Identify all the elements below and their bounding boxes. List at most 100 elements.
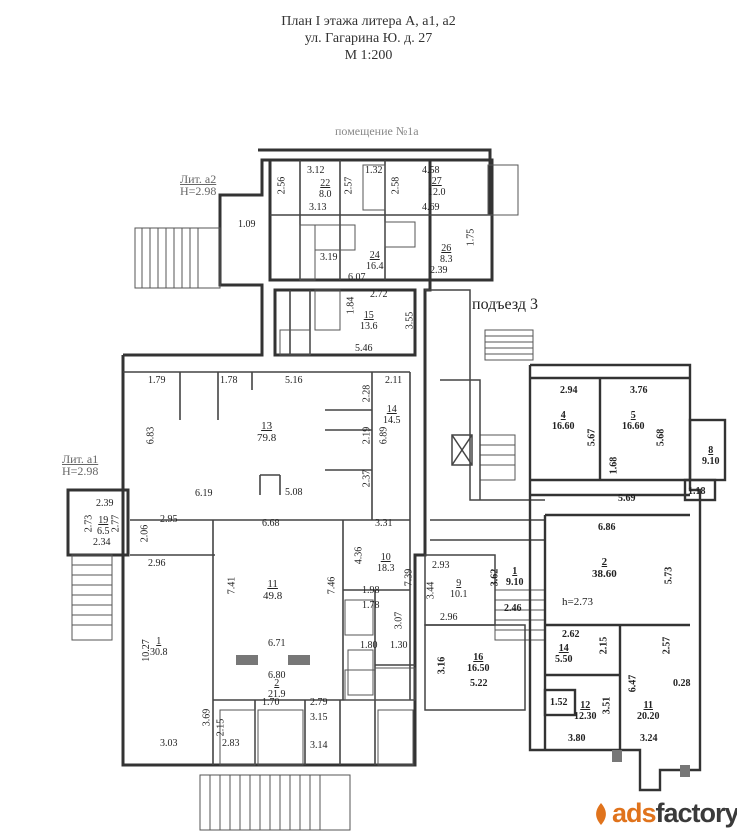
dimension: 5.69 [618, 493, 636, 504]
dimension: 2.93 [432, 560, 450, 571]
dimension: 1.78 [362, 600, 380, 611]
dimension: 6.68 [262, 518, 280, 529]
dimension: 2.34 [93, 537, 111, 548]
dimension: 6.71 [268, 638, 286, 649]
dimension: 2.06 [139, 524, 151, 543]
dimension: 1.80 [360, 640, 378, 651]
right-block-walls [528, 363, 727, 792]
dimension: 3.12 [307, 165, 325, 176]
dimension: 2.96 [148, 558, 166, 569]
dimension: 2.28 [361, 384, 373, 403]
dimension: 2.79 [310, 697, 328, 708]
dimension: 6.19 [195, 488, 213, 499]
dimension: 1.52 [550, 697, 568, 708]
dimension: 3.62 [489, 568, 501, 587]
dimension: 5.73 [663, 566, 675, 585]
dimension: 3.24 [640, 733, 658, 744]
dimension: 3.80 [568, 733, 586, 744]
watermark-factory: factory [655, 798, 737, 828]
dimension: 3.14 [310, 740, 328, 751]
dimension: 7.39 [403, 568, 415, 587]
dimension: 2.19 [361, 426, 373, 445]
dimension: 1.32 [365, 165, 383, 176]
dimension: 2.72 [370, 289, 388, 300]
dimension: 6.47 [627, 674, 639, 693]
plan-scale: М 1:200 [344, 48, 393, 63]
dimension: 2.62 [562, 629, 580, 640]
dimension: 3.19 [320, 252, 338, 263]
dimension: 6.80 [268, 670, 286, 681]
dimension: 1.09 [238, 219, 256, 230]
dimension: 2.11 [385, 375, 403, 386]
entrance-block-walls [424, 289, 545, 711]
lit-a1-name: Лит. а1 [62, 452, 99, 466]
dimension: 5.67 [586, 428, 598, 447]
plan-address: ул. Гагарина Ю. д. 27 [304, 31, 433, 46]
dimension: 2.15 [598, 636, 610, 655]
dimension: 6.89 [378, 426, 390, 445]
dimension: 6.07 [348, 272, 366, 283]
dimension: 2.56 [276, 176, 288, 195]
dimension: 6.83 [145, 426, 157, 445]
dimension: 2.39 [430, 265, 448, 276]
dimension: 6.86 [598, 522, 616, 533]
dimension: 2.94 [560, 385, 578, 396]
columns [236, 655, 690, 777]
dimension: 3.03 [160, 738, 178, 749]
lit-a2-name: Лит. а2 [180, 172, 217, 186]
dimension: 1.84 [345, 296, 357, 315]
dimension: 0.28 [673, 678, 691, 689]
lit-a2-height: Н=2.98 [180, 184, 217, 198]
inner-walls [123, 160, 492, 765]
dimension: 2.58 [390, 176, 402, 195]
dimension: 2.39 [96, 498, 114, 509]
dimension: 4.58 [422, 165, 440, 176]
dimension: 1.79 [148, 375, 166, 386]
dimension: 3.15 [310, 712, 328, 723]
premise-label: помещение №1а [335, 124, 419, 138]
dimension: 5.16 [285, 375, 303, 386]
dimension: 3.13 [309, 202, 327, 213]
dimension: 3.31 [375, 518, 393, 529]
dimension: 3.16 [436, 656, 448, 675]
dimension: 4.69 [422, 202, 440, 213]
lit-a1-label: Лит. а1 Н=2.98 [62, 453, 98, 477]
watermark-ads: ads [612, 798, 657, 828]
dimension: 3.69 [201, 708, 213, 727]
plan-title: План I этажа литера А, а1, а2 [281, 14, 456, 29]
dimension: 7.46 [326, 576, 338, 595]
dimension: 1.98 [362, 585, 380, 596]
dimension: 5.08 [285, 487, 303, 498]
dimension: 2.77 [110, 514, 122, 533]
dimension: 2.83 [222, 738, 240, 749]
dimension: 1.70 [262, 697, 280, 708]
dimension: 2.95 [160, 514, 178, 525]
dimension: 3.55 [404, 311, 416, 330]
dimension: 2.57 [343, 176, 355, 195]
upper-small-rooms [219, 164, 519, 766]
dimension: 7.41 [226, 576, 238, 595]
dimension: 3.76 [630, 385, 648, 396]
dimension: 3.51 [601, 696, 613, 715]
dimension: 2.46 [504, 603, 522, 614]
dimension: 3.44 [425, 581, 437, 600]
